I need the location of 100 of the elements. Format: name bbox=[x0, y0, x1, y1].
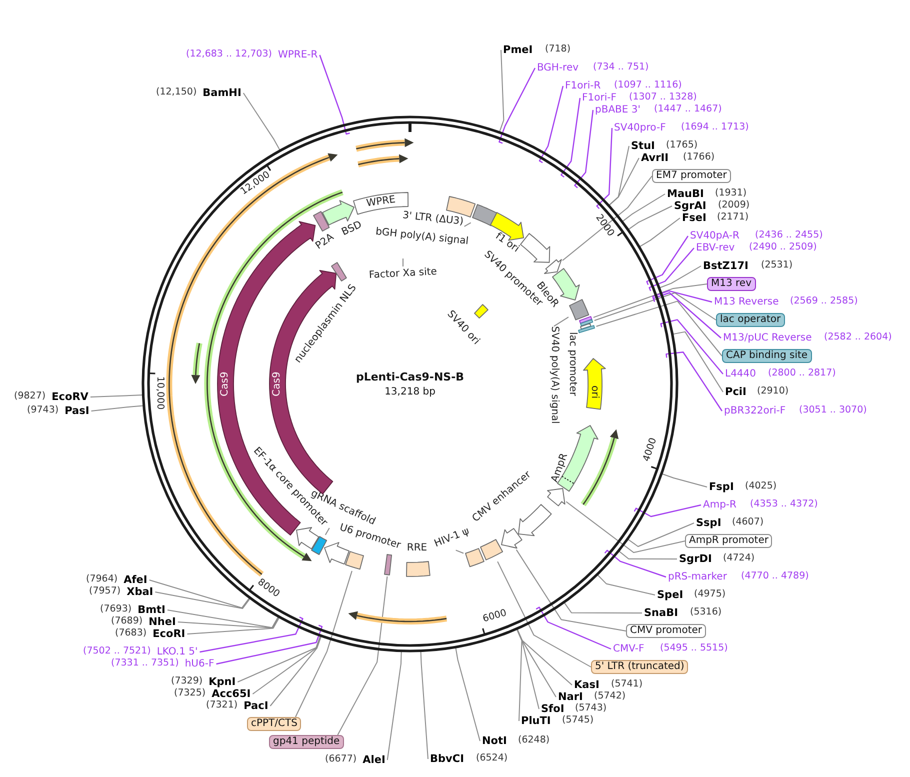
leader-line bbox=[628, 522, 694, 547]
feature-mark bbox=[577, 324, 596, 334]
leader-line bbox=[634, 504, 702, 518]
leader-line bbox=[662, 474, 708, 488]
cut-site-position: (7325) bbox=[173, 688, 206, 700]
leader-line bbox=[596, 300, 722, 356]
primer-name: pBABE 3' bbox=[594, 104, 642, 116]
leader-line bbox=[622, 194, 666, 222]
enzyme-name: SgrAI bbox=[673, 200, 708, 212]
enzyme-name: BstZ17I bbox=[702, 260, 750, 272]
primer-name: Amp-R bbox=[702, 499, 738, 511]
cut-site-position: (7693) bbox=[99, 604, 133, 616]
enzyme-name: XbaI bbox=[126, 586, 154, 598]
leader-line bbox=[566, 501, 686, 553]
cut-site-position: (4975) bbox=[693, 590, 727, 600]
feature-label: HIV-1 ψ bbox=[432, 526, 472, 550]
leader-line bbox=[660, 266, 702, 288]
feature-mark bbox=[579, 318, 594, 328]
primer-name: WPRE-R bbox=[276, 49, 319, 61]
cut-site-position: (12,150) bbox=[155, 88, 198, 98]
scale-label: 4000 bbox=[642, 436, 660, 464]
primer-site-range: (2490 .. 2509) bbox=[748, 242, 818, 254]
enzyme-name: AvrII bbox=[640, 152, 670, 164]
primer-name: LKO.1 5' bbox=[156, 646, 199, 658]
leader-line bbox=[574, 110, 594, 188]
cut-site-position: (1766) bbox=[682, 152, 716, 164]
primer-site-range: (2800 .. 2817) bbox=[767, 368, 837, 380]
leader-line bbox=[608, 146, 630, 206]
feature-block bbox=[479, 538, 505, 562]
feature-label: Factor Xa site bbox=[368, 266, 438, 282]
leader-line bbox=[200, 616, 304, 653]
directional-block bbox=[542, 258, 562, 275]
leader-line bbox=[666, 352, 722, 412]
enzyme-name: PluTI bbox=[520, 714, 552, 728]
primer-site-range: (1307 .. 1328) bbox=[628, 92, 698, 104]
leader-line bbox=[402, 258, 404, 267]
enzyme-name: StuI bbox=[630, 140, 656, 152]
enzyme-name: NarI bbox=[557, 690, 584, 703]
primer-name: SV40pA-R bbox=[689, 230, 740, 242]
cut-site-position: (7321) bbox=[205, 700, 239, 712]
leader-line bbox=[337, 576, 388, 736]
feature-label: BSD bbox=[340, 219, 364, 239]
feature-tag: AmpR promoter bbox=[685, 534, 772, 548]
leader-line bbox=[594, 292, 716, 321]
primer-site-range: (7502 .. 7521) bbox=[82, 646, 152, 658]
leader-line bbox=[186, 617, 280, 634]
primer-name: F1ori-R bbox=[564, 80, 602, 92]
leader-line bbox=[560, 98, 581, 178]
feature-tag: M13 rev bbox=[707, 277, 756, 291]
leader-line bbox=[592, 284, 708, 318]
leader-line bbox=[242, 92, 280, 150]
feature-label: ori bbox=[588, 386, 600, 398]
cut-site-position: (1931) bbox=[714, 188, 748, 200]
leader-line bbox=[536, 606, 612, 650]
leader-line bbox=[90, 394, 143, 398]
enzyme-name: PciI bbox=[724, 386, 748, 398]
primer-site-range: (12,683 .. 12,703) bbox=[185, 50, 273, 60]
leader-line bbox=[386, 651, 402, 760]
cut-site-position: (4025) bbox=[744, 482, 778, 492]
enzyme-name: BmtI bbox=[136, 604, 166, 616]
leader-line bbox=[648, 248, 694, 292]
leader-line bbox=[270, 636, 322, 706]
cut-site-position: (7689) bbox=[110, 616, 144, 628]
leader-line bbox=[660, 319, 724, 374]
enzyme-name: SpeI bbox=[656, 588, 684, 602]
cut-site-position: (5316) bbox=[689, 608, 723, 618]
cut-site-position: (6677) bbox=[324, 754, 358, 766]
leader-line bbox=[516, 629, 556, 698]
primer-site-range: (734 .. 751) bbox=[592, 62, 650, 74]
primer-name: M13 Reverse bbox=[713, 296, 780, 308]
feature-tag: EM7 promoter bbox=[652, 169, 731, 183]
feature-label: lac promoter bbox=[566, 332, 578, 396]
leader-line bbox=[319, 54, 350, 135]
feature-tag: lac operator bbox=[716, 313, 785, 327]
leader-line bbox=[216, 624, 323, 665]
leader-line bbox=[294, 570, 352, 718]
primer-name: CMV-F bbox=[612, 643, 646, 655]
leader-line bbox=[672, 331, 724, 392]
enzyme-name: SgrDI bbox=[678, 552, 713, 566]
cut-site-position: (1765) bbox=[665, 140, 699, 152]
plasmid-name: pLenti-Cas9-NS-B bbox=[356, 372, 464, 384]
leader-line bbox=[90, 405, 144, 412]
primer-site-range: (2582 .. 2604) bbox=[823, 332, 893, 344]
enzyme-name: Acc65I bbox=[210, 688, 252, 700]
feature-tag: gp41 peptide bbox=[269, 735, 344, 749]
leader-line bbox=[554, 316, 569, 327]
feature-block bbox=[470, 202, 499, 227]
leader-line bbox=[237, 636, 321, 682]
cut-site-position: (2009) bbox=[717, 200, 751, 212]
enzyme-name: NheI bbox=[148, 616, 177, 628]
cut-site-position: (7329) bbox=[170, 676, 204, 688]
leader-line bbox=[252, 636, 322, 694]
cut-site-position: (5741) bbox=[610, 680, 644, 690]
cut-site-position: (2531) bbox=[760, 260, 794, 272]
primer-site-range: (2569 .. 2585) bbox=[789, 296, 859, 308]
leader-line bbox=[646, 236, 688, 286]
feature-label: Cas9 bbox=[271, 372, 283, 396]
primer-name: pBR322ori-F bbox=[723, 405, 787, 417]
leader-line bbox=[154, 592, 250, 609]
leader-line bbox=[538, 86, 564, 164]
